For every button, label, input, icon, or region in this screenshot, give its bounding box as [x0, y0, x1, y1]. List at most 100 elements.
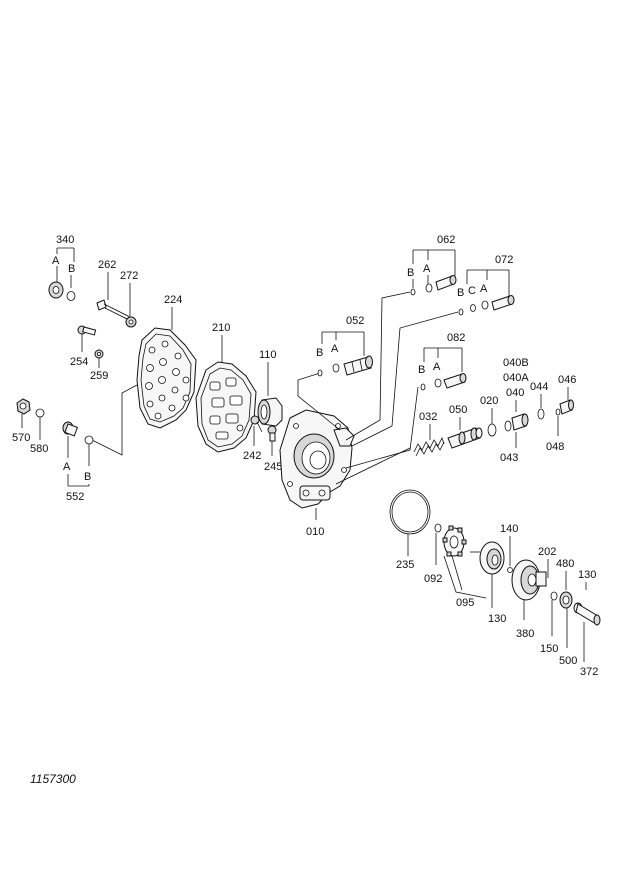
part-048-group: 048	[546, 408, 564, 453]
part-380-group: 380	[511, 559, 547, 640]
part-044-group: 044	[530, 381, 548, 420]
leader-552-to-224	[91, 384, 138, 456]
part-050-group: 050	[447, 404, 483, 449]
part-020-group: 020	[480, 395, 498, 437]
label-052-a: A	[331, 343, 339, 355]
plug-570-icon	[16, 398, 31, 415]
part-040-group: 040B 040A 040 043	[500, 357, 529, 464]
plug-040-icon	[504, 413, 529, 432]
part-140-group: 140	[500, 523, 518, 573]
part-224-group: 224	[136, 294, 197, 429]
pump-cover-380-icon	[511, 559, 547, 601]
label-224: 224	[164, 294, 182, 306]
part-082-group: 082 B A	[418, 332, 467, 391]
label-010: 010	[306, 526, 324, 538]
ring-062a-icon	[425, 283, 433, 293]
filter-110-icon	[257, 397, 283, 427]
leader-052	[297, 372, 341, 431]
spool-050-icon	[447, 427, 483, 449]
pump-gear-130-icon	[470, 541, 505, 575]
ring-150-icon	[550, 591, 558, 601]
valve-082-icon	[443, 373, 467, 389]
label-072-a: A	[480, 283, 488, 295]
o-ring-340b-icon	[66, 291, 76, 301]
ring-052b-icon	[317, 369, 323, 377]
o-ring-235-icon	[389, 489, 431, 535]
seal-500-icon	[559, 591, 573, 609]
label-552-b: B	[84, 471, 91, 483]
label-052-b: B	[316, 347, 323, 359]
label-340-a: A	[52, 255, 60, 267]
gear-095-icon	[442, 525, 467, 557]
pin-140-icon	[507, 567, 513, 573]
label-044: 044	[530, 381, 548, 393]
part-062-group: 062 B A	[407, 234, 457, 296]
label-062: 062	[437, 234, 455, 246]
ring-092-icon	[434, 523, 442, 533]
label-082-b: B	[418, 364, 425, 376]
ring-072b-icon	[458, 308, 464, 316]
label-552: 552	[66, 491, 84, 503]
figure-number: 1157300	[30, 772, 76, 786]
label-040a: 040A	[503, 372, 529, 384]
shaft-372-icon	[573, 602, 601, 626]
valve-062-icon	[435, 275, 457, 291]
label-262: 262	[98, 259, 116, 271]
label-048: 048	[546, 441, 564, 453]
fitting-552a-icon	[62, 421, 79, 437]
label-062-a: A	[423, 263, 431, 275]
part-480-group: 480	[556, 558, 574, 590]
label-150: 150	[540, 643, 558, 655]
part-130a-group: 130	[443, 541, 506, 625]
part-500-group: 500	[559, 591, 577, 667]
plug-046-icon	[559, 399, 574, 415]
label-380: 380	[516, 628, 534, 640]
ring-044-icon	[537, 408, 545, 420]
label-092: 092	[424, 573, 442, 585]
label-500: 500	[559, 655, 577, 667]
washer-259-icon	[94, 349, 104, 359]
ring-082a-icon	[434, 378, 442, 388]
label-032: 032	[419, 411, 437, 423]
valve-052-icon	[343, 355, 373, 376]
label-095: 095	[456, 597, 474, 609]
ring-072a-icon	[481, 300, 489, 310]
gasket-210-icon	[195, 361, 257, 453]
part-130b-group: 130	[578, 569, 596, 590]
part-072-group: 072 B C A	[457, 254, 515, 316]
label-040b: 040B	[503, 357, 529, 369]
label-580: 580	[30, 443, 48, 455]
bolt-254-icon	[77, 325, 97, 336]
label-340-b: B	[68, 263, 75, 275]
label-245: 245	[264, 461, 282, 473]
part-052-group: 052 B A	[316, 315, 373, 377]
label-254: 254	[70, 356, 88, 368]
label-072: 072	[495, 254, 513, 266]
label-210: 210	[212, 322, 230, 334]
part-242-group: 242 245	[243, 415, 282, 473]
label-072-b: B	[457, 287, 464, 299]
plug-340a-icon	[48, 281, 64, 299]
label-046: 046	[558, 374, 576, 386]
part-095-group: 095	[442, 525, 474, 609]
bolt-262-icon	[96, 299, 133, 322]
label-050: 050	[449, 404, 467, 416]
part-254-group: 254 259	[70, 325, 108, 382]
label-130b: 130	[578, 569, 596, 581]
label-140: 140	[500, 523, 518, 535]
leader-072	[351, 311, 459, 447]
label-480: 480	[556, 558, 574, 570]
label-043: 043	[500, 452, 518, 464]
label-082: 082	[447, 332, 465, 344]
part-235-group: 235	[389, 489, 431, 571]
part-046-group: 046	[558, 374, 576, 415]
label-235: 235	[396, 559, 414, 571]
valve-cover-224-icon	[136, 327, 197, 429]
part-210-group: 210	[195, 322, 257, 453]
label-130a: 130	[488, 613, 506, 625]
leader-082	[345, 386, 419, 469]
leader-062	[345, 291, 411, 441]
label-082-a: A	[433, 361, 441, 373]
ring-082b-icon	[420, 383, 426, 391]
